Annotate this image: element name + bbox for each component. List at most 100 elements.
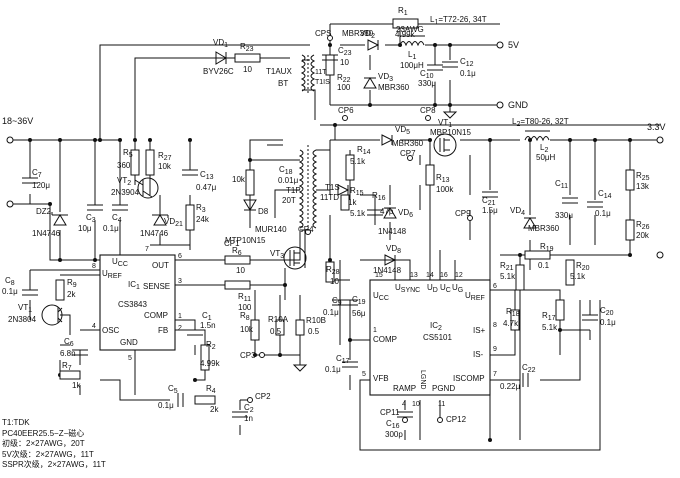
label-vd4: VD4 [510, 206, 525, 217]
ic1-osc-label: OSC [102, 326, 120, 335]
label-c20-value: 0.1μ [600, 318, 616, 327]
capacitor-c2 [232, 411, 248, 418]
label-r1: R1 [398, 6, 408, 17]
ic2-pin-6: 6 [493, 283, 497, 290]
label-r19-value: 0.1 [538, 261, 550, 270]
ic1-part-label: CS3843 [118, 300, 147, 309]
label-c7-value: 120μ [32, 181, 50, 190]
ic2-ref-label: IC2 [430, 321, 442, 332]
ic2-ramp-label: RAMP [393, 384, 416, 393]
label-vd3: VD3 [378, 72, 393, 83]
transistor-vt1 [41, 304, 63, 326]
label-r6-value: 10 [236, 266, 245, 275]
resistor-r5 [130, 149, 140, 176]
label-r7: R7 [62, 361, 72, 372]
capacitor-c4 [112, 204, 128, 211]
capacitor-c18 [267, 139, 283, 146]
label-vd4-part: MBR360 [528, 224, 560, 233]
label-vt3: VT3 [270, 249, 284, 260]
test-point-cp11 [402, 417, 408, 423]
ic1-sense-label: SENSE [143, 282, 170, 291]
label-r15: R15 [350, 186, 364, 197]
diode-vd8 [384, 254, 397, 266]
label-vt1-top: VT1 [438, 118, 452, 129]
label-r20: R20 [576, 261, 590, 272]
note-line: SSPR次级，2×27AWG，11T [2, 460, 106, 469]
label-l2b: L2 [540, 143, 548, 154]
ic2-pin-16: 16 [440, 272, 448, 279]
label-c16: C16 [386, 419, 400, 430]
ic1-ucc-label: UCC [112, 257, 128, 268]
label-r21: R21 [500, 261, 514, 272]
label-vd5: VD5 [395, 125, 410, 136]
capacitors [22, 54, 603, 418]
label-c18: C18 [279, 165, 293, 176]
resistor-r25 [625, 169, 635, 191]
label-cp7: CP7 [400, 149, 416, 158]
label-c22-value: 0.22μ [500, 382, 521, 391]
label-c23-value: 10 [340, 58, 349, 67]
ic1-out-label: OUT [152, 261, 169, 270]
rail-3v3-label: 3.3V [647, 122, 666, 132]
rail-5v-label: 5V [508, 40, 519, 50]
rail-labels: 18~36V 5V GND 3.3V [2, 40, 666, 132]
label-r18-value: 4.7k [503, 319, 519, 328]
label-r1-value: 4.99k [395, 30, 416, 39]
ic2-pin-4: 4 [402, 401, 406, 408]
label-dz2-part: 1N4746 [32, 229, 61, 238]
label-d8: D8 [258, 207, 269, 216]
ic2-pin-13: 13 [410, 272, 418, 279]
label-mbp10n15: MBP10N15 [430, 128, 471, 137]
diode-vd21 [152, 214, 169, 226]
label-r6: R6 [232, 246, 242, 257]
resistor-r2 [200, 344, 210, 371]
label-vd1-part: BYV26C [203, 67, 234, 76]
label-r11-value: 100 [238, 303, 252, 312]
label-l1b-value: 100μH [400, 61, 424, 70]
label-r8: R8 [240, 311, 250, 322]
label-cp12: CP12 [446, 415, 467, 424]
resistor-r20 [565, 259, 575, 286]
label-r22-value: 100 [337, 83, 351, 92]
label-r5-value: 360 [117, 161, 131, 170]
label-r13: R13 [436, 173, 450, 184]
resistor-r3 [185, 204, 195, 231]
label-l2: L2=T80-26, 32T [512, 117, 569, 128]
label-r23-value: 10 [243, 65, 252, 74]
label-r7-value: 1k [72, 381, 81, 390]
label-c14-value: 0.1μ [595, 209, 611, 218]
transistors [41, 133, 457, 326]
label-vd2: VD2 [360, 29, 375, 40]
label-r10k: 10k [232, 175, 246, 184]
label-r26-value: 20k [636, 231, 650, 240]
label-r8-value: 10k [240, 325, 254, 334]
label-t20t: 20T [282, 196, 296, 205]
label-vd8-part: 1N4148 [373, 266, 402, 275]
label-r23: R23 [240, 42, 254, 53]
label-c17-value: 0.1μ [325, 365, 341, 374]
label-c2-value: 1n [244, 414, 253, 423]
label-mtp10n15: MTP10N15 [225, 236, 266, 245]
ic1-pin-6: 6 [178, 253, 182, 260]
component-labels: R1 4.99k L1=T72-26, 34T 23AWG L1 100μH V… [2, 6, 650, 439]
label-r17: R17 [542, 311, 556, 322]
label-vd3-part: MBR360 [378, 83, 410, 92]
capacitor-c3 [87, 204, 103, 211]
label-c4: C4 [112, 213, 122, 224]
label-vd5-part: MBR360 [392, 139, 424, 148]
ic1-pin-4: 4 [92, 323, 96, 330]
rail-vin-label: 18~36V [2, 116, 33, 126]
capacitor-c47p [367, 209, 383, 216]
ic2-pin-1: 1 [373, 327, 377, 334]
resistor-r10b [295, 319, 305, 336]
label-t1aux: T1AUX [266, 67, 292, 76]
ic2-pin-11: 11 [438, 401, 445, 408]
ic1-pin-1: 1 [178, 313, 182, 320]
ic2-cs5101: UCC USYNC UD UC UG UREF IC2 CS5101 COMP … [362, 272, 497, 408]
ic1-pin-7: 7 [145, 246, 149, 253]
label-c3-value: 10μ [78, 224, 92, 233]
resistor-r6 [224, 255, 251, 265]
label-c19: C19 [352, 295, 366, 306]
label-c12-value: 0.1μ [460, 69, 476, 78]
resistor-r11 [224, 280, 251, 290]
